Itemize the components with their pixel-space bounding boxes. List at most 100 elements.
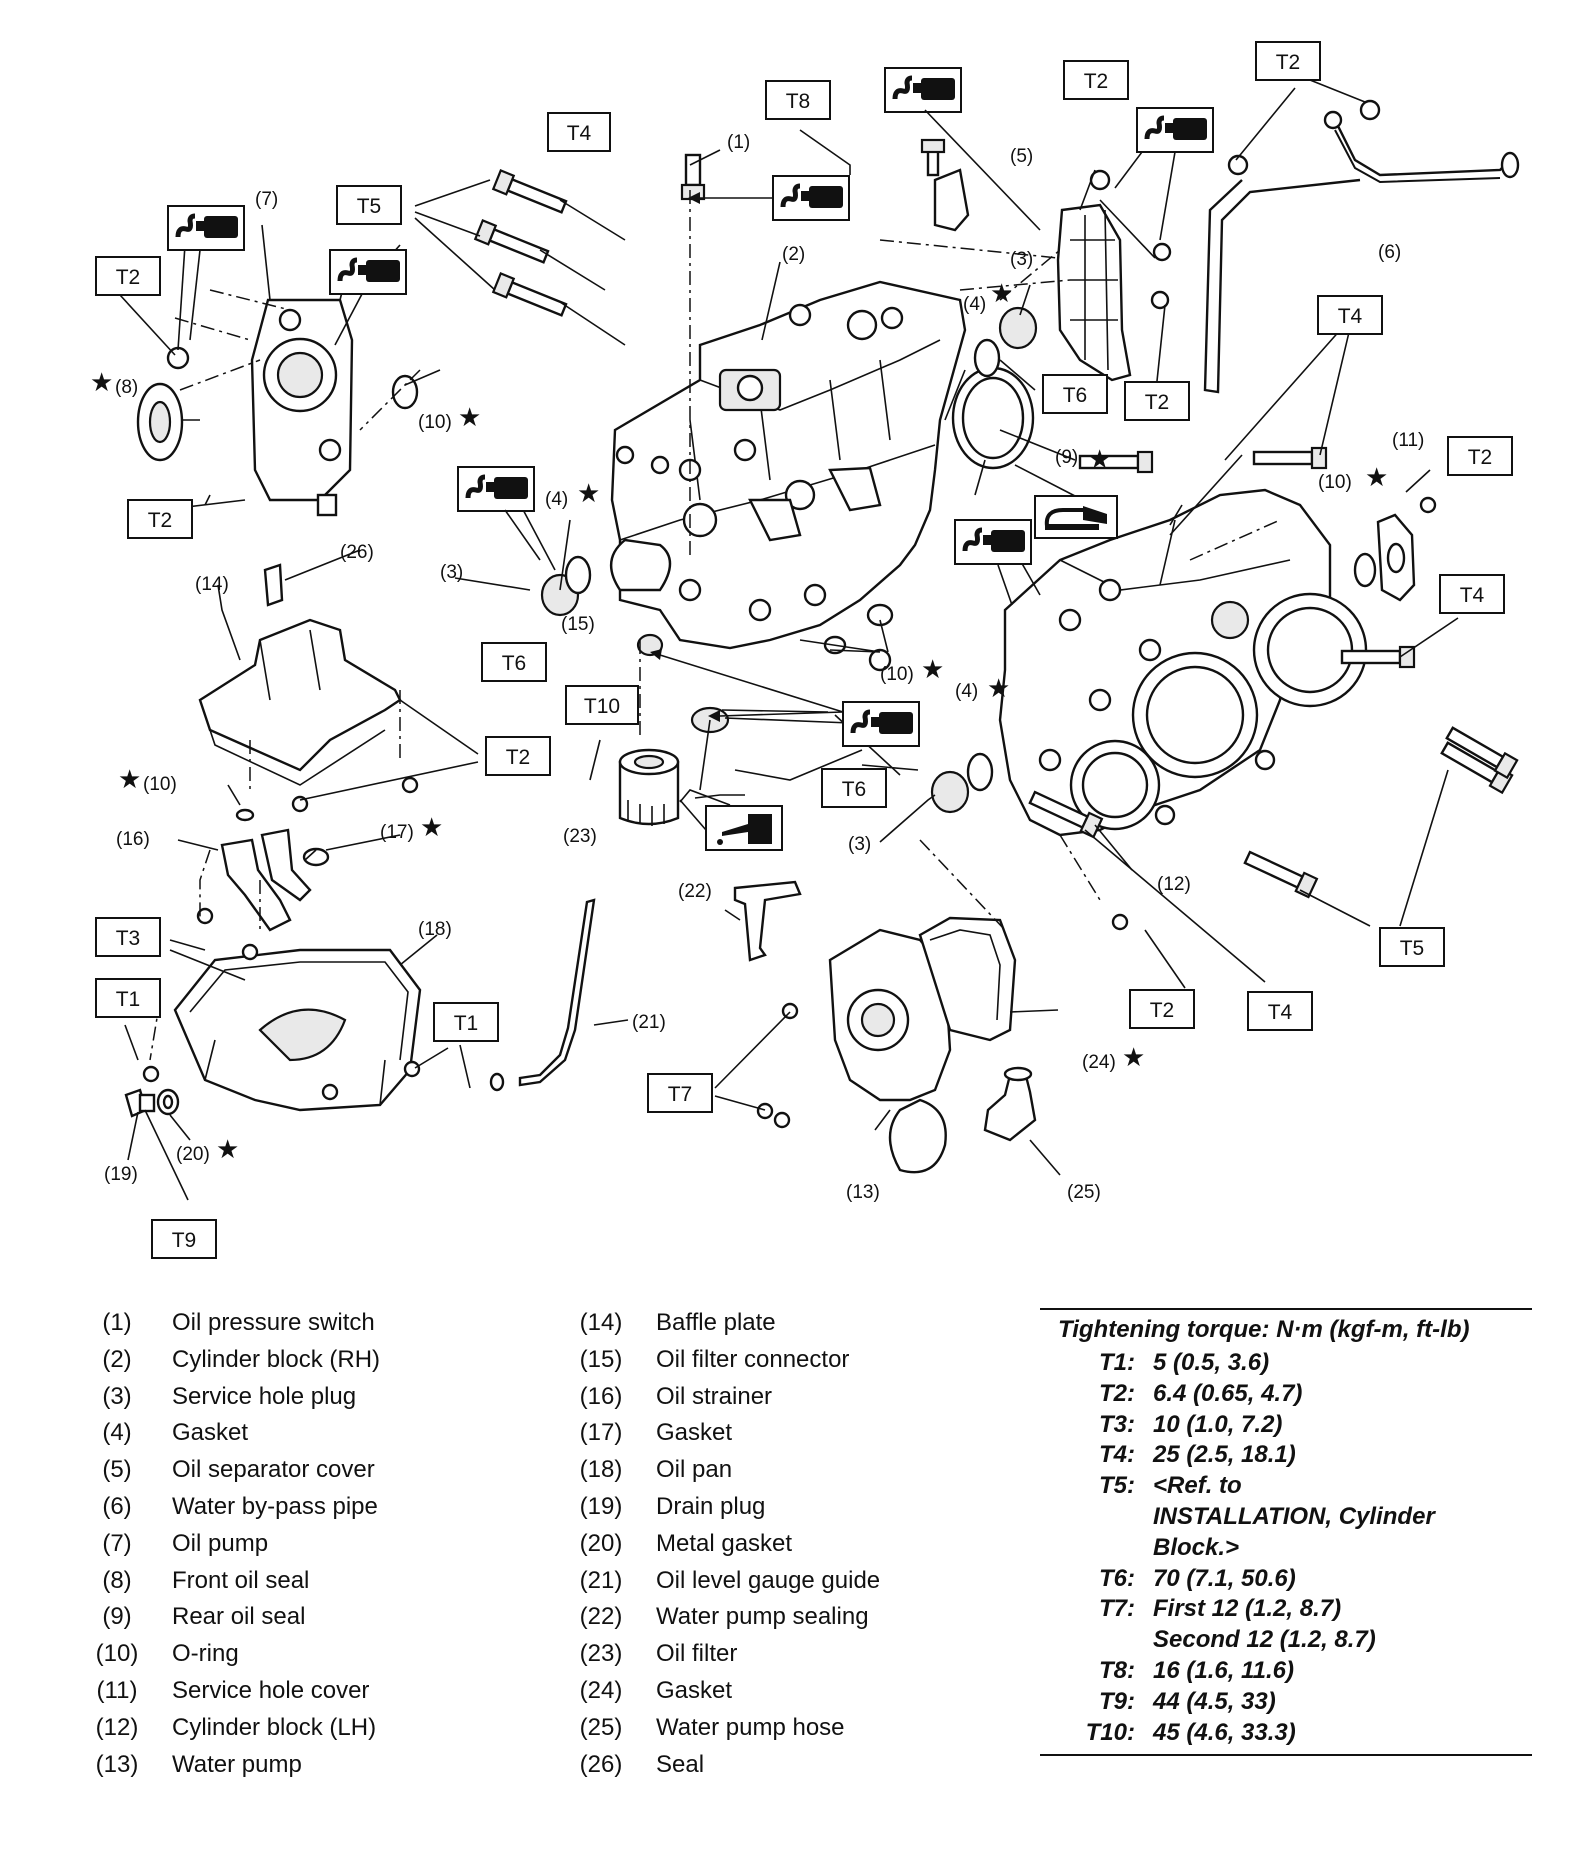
torque-value: 5 (0.5, 3.6) — [1153, 1349, 1270, 1376]
torque-box-t6-top: T6 — [1042, 374, 1108, 414]
legend-number: (1) — [102, 1309, 132, 1336]
legend-number: (5) — [102, 1456, 132, 1484]
exploded-engine-diagram: (1) (2) (3) (3) (3) (4) (4) (4) (5) (6) … — [90, 41, 1520, 1259]
svg-text:T4: T4 — [1338, 305, 1363, 328]
legend-item: (9)Rear oil seal — [82, 1599, 380, 1636]
svg-text:T5: T5 — [357, 195, 382, 218]
assembly-lines — [149, 190, 1281, 1061]
legend-item: (8)Front oil seal — [82, 1563, 380, 1600]
torque-box-t2-cover: T2 — [1063, 60, 1129, 100]
torque-box-t2-service: T2 — [1447, 436, 1513, 476]
torque-box-t4-bottom: T4 — [1247, 991, 1313, 1031]
legend-item: (26) Seal — [566, 1747, 880, 1784]
callout-6: (6) — [1378, 242, 1401, 263]
svg-text:T1: T1 — [454, 1012, 479, 1035]
callout-25: (25) — [1067, 1182, 1101, 1203]
legend-item: (3)Service hole plug — [82, 1379, 380, 1416]
torque-title: Tightening torque: N·m (kgf-m, ft-lb) — [1058, 1316, 1470, 1343]
legend-item: (23) Oil filter — [566, 1636, 880, 1673]
svg-text:T5: T5 — [1400, 937, 1425, 960]
water-bypass-pipe — [1203, 119, 1520, 394]
legend-part-name: Water pump — [172, 1750, 302, 1778]
torque-value: Second 12 (1.2, 8.7) — [1153, 1626, 1376, 1654]
torque-box-t10: T10 — [565, 685, 639, 725]
torque-box-t8: T8 — [765, 80, 831, 120]
svg-text:T4: T4 — [1460, 584, 1485, 607]
torque-key: T7: — [1099, 1595, 1135, 1623]
legend-part-name: Oil separator cover — [172, 1456, 375, 1484]
legend-part-name: O-ring — [172, 1640, 239, 1668]
torque-row: T2:6.4 (0.65, 4.7) — [1040, 1379, 1532, 1410]
legend-item: (11) Service hole cover — [82, 1673, 380, 1710]
callout-24: (24) — [1082, 1052, 1116, 1073]
torque-box-t2-bottom: T2 — [1129, 989, 1195, 1029]
legend-item: (13) Water pump — [82, 1747, 380, 1784]
legend-item: (22)Water pump sealing — [566, 1599, 880, 1636]
legend-part-name: Oil strainer — [656, 1382, 773, 1410]
torque-box-t5-bottom: T5 — [1379, 927, 1445, 967]
callout-18: (18) — [418, 919, 452, 940]
legend-item: (1)Oil pressure switch — [82, 1305, 380, 1342]
svg-text:T6: T6 — [502, 652, 527, 675]
legend-item: (19)Drain plug — [566, 1489, 880, 1526]
svg-text:T4: T4 — [1268, 1001, 1293, 1024]
torque-box-t4-right-top: T4 — [1317, 295, 1383, 335]
svg-text:T3: T3 — [116, 927, 141, 950]
legend-number: (17) — [579, 1419, 623, 1447]
legend-number: (23) — [579, 1640, 623, 1668]
torque-box-t3: T3 — [95, 917, 161, 957]
svg-text:T1: T1 — [116, 988, 141, 1011]
svg-text:T2: T2 — [506, 746, 531, 769]
legend-part-name: Oil level gauge guide — [656, 1566, 881, 1594]
legend-part-name: Service hole cover — [172, 1676, 370, 1704]
oil-strainer — [220, 828, 330, 932]
legend-item: (16) Oil strainer — [566, 1379, 880, 1416]
torque-box-t4-top: T4 — [547, 112, 611, 152]
svg-text:T9: T9 — [172, 1229, 197, 1252]
legend-right-column: (14)Baffle plate(15)Oil filter connector… — [566, 1305, 881, 1784]
legend-number: (16) — [579, 1382, 623, 1410]
legend-number: (4) — [102, 1419, 132, 1447]
torque-box-t2-pump-top: T2 — [95, 256, 161, 296]
legend-number: (26) — [579, 1750, 623, 1778]
torque-row: T4:25 (2.5, 18.1) — [1040, 1440, 1532, 1471]
torque-box-t6-left: T6 — [481, 642, 547, 682]
legend-part-name: Water pump sealing — [656, 1603, 869, 1631]
torque-box-t6-bottom: T6 — [821, 768, 887, 808]
legend-number: (14) — [579, 1309, 623, 1336]
torque-row: T10:45 (4.6, 33.3) — [1040, 1718, 1532, 1749]
legend-part-name: Oil filter — [656, 1640, 738, 1668]
leader-lines — [119, 79, 1459, 1201]
callout-4-bottom: (4) — [955, 681, 978, 702]
legend-item: (6)Water by-pass pipe — [82, 1489, 380, 1526]
torque-labels: T4 T8 T5 T2 T2 T2 T2 T2 T6 T4 T2 T4 T6 T… — [95, 41, 1513, 1259]
torque-value: First 12 (1.2, 8.7) — [1153, 1595, 1342, 1623]
baffle-plate — [198, 563, 402, 786]
svg-text:T2: T2 — [1468, 446, 1493, 469]
legend-number: (13) — [95, 1750, 139, 1778]
torque-value: 10 (1.0, 7.2) — [1153, 1410, 1283, 1438]
legend-number: (6) — [102, 1492, 132, 1520]
drain-plug — [124, 1088, 156, 1118]
callout-3-bottom: (3) — [848, 834, 871, 855]
callout-11: (11) — [1392, 430, 1424, 451]
oil-pump — [250, 298, 354, 517]
callout-20: (20) — [176, 1144, 210, 1165]
cylinder-block-lh — [998, 488, 1368, 837]
torque-panel: Tightening torque: N·m (kgf-m, ft-lb) T1… — [1040, 1308, 1532, 1757]
grease-applicator-icon — [1034, 495, 1118, 539]
water-pump-sealing — [733, 880, 802, 962]
front-oil-seal — [136, 382, 184, 462]
svg-text:T2: T2 — [116, 266, 141, 289]
legend-part-name: Seal — [656, 1750, 705, 1778]
legend-part-name: Cylinder block (LH) — [172, 1713, 377, 1741]
legend-item: (21)Oil level gauge guide — [566, 1563, 881, 1600]
torque-box-t4-right-mid: T4 — [1439, 574, 1505, 614]
legend-part-name: Metal gasket — [656, 1529, 793, 1557]
callout-10-block: (10) — [880, 664, 914, 685]
torque-box-t2-pipe: T2 — [1255, 41, 1321, 81]
torque-key: T5: — [1099, 1472, 1135, 1500]
legend-number: (11) — [96, 1676, 138, 1704]
star-icon: ★ — [216, 1134, 239, 1164]
callout-23: (23) — [563, 826, 597, 847]
